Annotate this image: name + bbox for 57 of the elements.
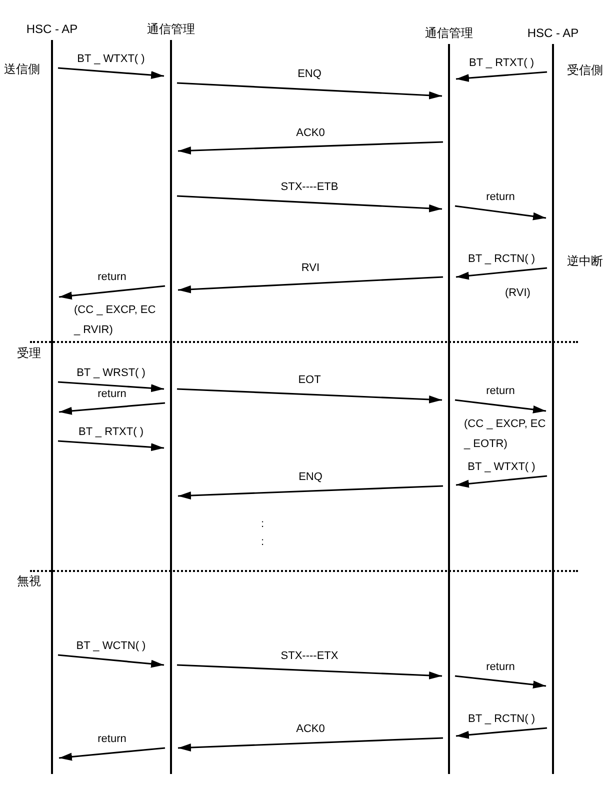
message-label: BT _ RCTN( ) — [466, 713, 538, 725]
message-arrow — [456, 71, 548, 82]
participant-label: 通信管理 — [425, 26, 473, 40]
message-label: BT _ WTXT( ) — [466, 461, 538, 473]
message-label: BT _ WRST( ) — [74, 367, 148, 379]
message-label: return — [484, 385, 517, 397]
side-label: 逆中断 — [567, 255, 603, 268]
message-arrow — [176, 195, 442, 212]
message-label: BT _ WCTN( ) — [74, 640, 148, 652]
message-label: ENQ — [296, 471, 324, 483]
message-label: EOT — [296, 374, 323, 386]
message-arrow — [58, 654, 164, 668]
message-arrow — [454, 399, 546, 414]
message-arrow — [456, 727, 548, 739]
message-arrow — [454, 675, 546, 689]
return-code: (RVI) — [505, 286, 532, 301]
message-arrow — [58, 402, 166, 415]
side-label: 送信側 — [4, 63, 40, 76]
message-arrow — [58, 67, 164, 79]
message-label: return — [96, 388, 128, 400]
message-label: BT _ WTXT( ) — [75, 53, 147, 65]
ellipsis-mark: : — [261, 518, 264, 531]
message-label: return — [96, 271, 128, 283]
message-label: BT _ RTXT( ) — [76, 426, 146, 438]
message-label: ENQ — [296, 68, 324, 80]
message-label: ACK0 — [294, 127, 327, 139]
side-label: 受理 — [17, 347, 41, 360]
message-label: STX----ETB — [278, 181, 340, 193]
message-label: return — [96, 733, 128, 745]
message-label: ACK0 — [294, 723, 327, 735]
message-arrow — [454, 205, 546, 220]
message-label: RVI — [299, 262, 322, 274]
participant-label: HSC - AP — [527, 26, 579, 40]
message-arrow — [178, 276, 444, 294]
message-label: STX----ETX — [278, 650, 340, 662]
message-arrow — [456, 475, 548, 488]
message-arrow — [176, 388, 442, 404]
message-arrow — [178, 485, 444, 500]
message-arrow — [176, 82, 442, 100]
side-label: 受信側 — [567, 64, 603, 77]
message-arrow — [58, 440, 164, 452]
message-arrow — [176, 664, 442, 680]
return-code: (CC _ EXCP, EC _ RVIR) — [74, 303, 156, 338]
ellipsis-mark: : — [261, 536, 264, 549]
message-arrow — [456, 267, 548, 280]
participant-label: HSC - AP — [26, 22, 78, 36]
participant-label: 通信管理 — [147, 22, 195, 36]
message-arrow — [178, 737, 444, 752]
message-label: BT _ RTXT( ) — [467, 57, 536, 69]
message-label: return — [484, 661, 517, 673]
message-arrow — [58, 285, 166, 300]
message-arrow — [58, 381, 164, 392]
message-arrow — [178, 141, 444, 155]
message-label: BT _ RCTN( ) — [466, 253, 538, 265]
message-arrow — [58, 747, 166, 761]
return-code: (CC _ EXCP, EC _ EOTR) — [464, 417, 546, 452]
message-label: return — [484, 191, 517, 203]
